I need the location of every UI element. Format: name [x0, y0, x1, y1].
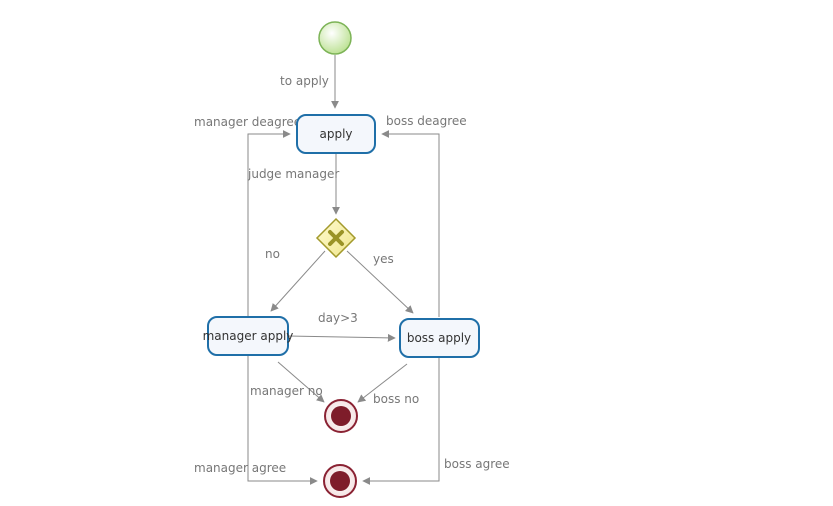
edge-label-manager-no: manager no [250, 384, 323, 398]
edge-label-manager-agree: manager agree [194, 461, 286, 475]
edge-boss-agree[interactable] [362, 357, 440, 485]
edge-label-to-apply: to apply [280, 74, 329, 88]
end-event-agree[interactable] [323, 464, 357, 498]
task-boss-apply-label: boss apply [407, 331, 471, 345]
nodes: apply manager apply boss apply [203, 21, 480, 498]
edge-manager-deagree[interactable] [247, 130, 291, 316]
edge-labels: to apply judge manager no yes day>3 mana… [194, 74, 510, 475]
edge-label-boss-deagree: boss deagree [386, 114, 467, 128]
task-apply-label: apply [319, 127, 352, 141]
edge-label-boss-agree: boss agree [444, 457, 510, 471]
edge-boss-no[interactable] [357, 363, 408, 403]
edge-boss-deagree[interactable] [381, 130, 440, 317]
edge-manager-no[interactable] [277, 361, 325, 403]
edge-day-gt-3[interactable] [287, 333, 396, 342]
edge-label-no: no [265, 247, 280, 261]
task-manager-apply-label: manager apply [203, 329, 294, 343]
edge-label-yes: yes [373, 252, 394, 266]
edge-label-day-gt-3: day>3 [318, 311, 358, 325]
start-event[interactable] [318, 21, 352, 55]
x-mark-icon [328, 230, 344, 246]
task-manager-apply[interactable]: manager apply [203, 316, 294, 356]
edge-yes[interactable] [346, 250, 414, 314]
edge-manager-agree[interactable] [247, 356, 318, 485]
end-event-reject[interactable] [324, 399, 358, 433]
task-apply[interactable]: apply [296, 114, 376, 154]
edge-no[interactable] [270, 250, 326, 312]
edge-label-manager-deagree: manager deagree [194, 115, 301, 129]
exclusive-gateway[interactable] [315, 217, 357, 259]
edge-label-boss-no: boss no [373, 392, 419, 406]
task-boss-apply[interactable]: boss apply [399, 318, 480, 358]
edges [247, 55, 440, 485]
edge-label-judge-manager: judge manager [247, 167, 339, 181]
